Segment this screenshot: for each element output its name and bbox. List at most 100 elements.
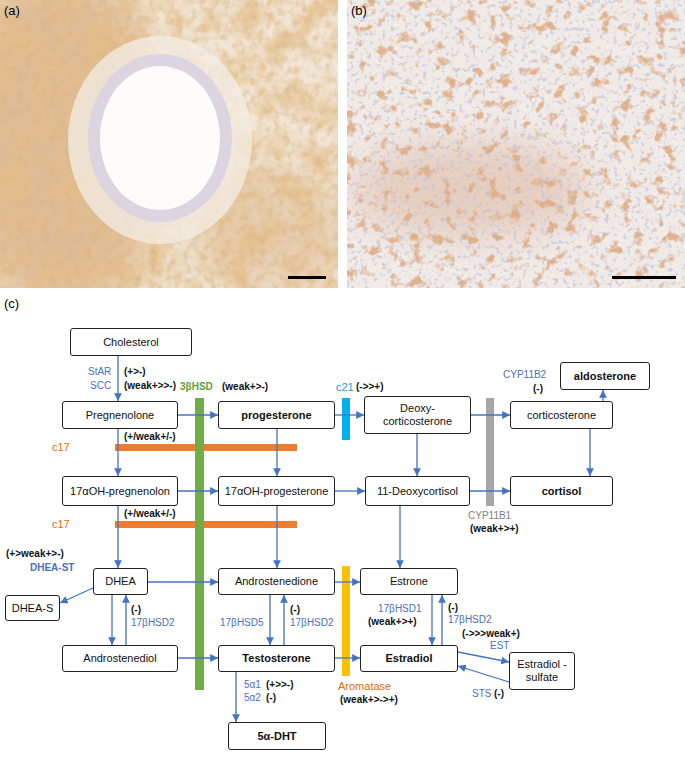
metabolite-name: 17αOH-pregnenolon	[70, 485, 170, 498]
metabolite-name: 17αOH-progesterone	[225, 485, 329, 498]
reaction-arrow	[125, 595, 126, 645]
metabolite-name: Androstenedione	[235, 575, 318, 588]
enzyme-name: 5α1	[244, 679, 261, 691]
metabolite-box: DHEA	[93, 568, 148, 595]
metabolite-name: Cholesterol	[103, 336, 159, 349]
reaction-arrow	[117, 506, 118, 568]
expression-level: (-)	[266, 692, 276, 704]
metabolite-box: corticosterone	[510, 401, 613, 429]
expression-level: (weak+>-)	[222, 381, 268, 393]
enzyme-name: SCC	[90, 380, 111, 392]
reaction-arrow	[178, 414, 218, 415]
metabolite-box: DHEA-S	[5, 595, 60, 621]
stain-texture	[0, 0, 338, 288]
reaction-arrow	[470, 490, 510, 491]
expression-level: (weak+>+)	[470, 523, 519, 535]
metabolite-name: DHEA-S	[12, 602, 54, 615]
3bhsd-bar	[195, 398, 204, 690]
expression-level: (-)	[131, 604, 141, 616]
reaction-arrow	[276, 429, 277, 476]
expression-level: (-)	[533, 383, 543, 395]
reaction-arrow	[111, 595, 112, 645]
enzyme-name: STS	[472, 688, 491, 700]
stain-texture	[347, 0, 685, 288]
reaction-arrow	[178, 490, 218, 491]
enzyme-name: c21	[336, 381, 354, 393]
expression-level: (+>weak+>-)	[6, 548, 64, 560]
metabolite-name: 5α-DHT	[257, 730, 296, 743]
metabolite-box: cortisol	[510, 476, 613, 506]
reaction-arrow	[276, 506, 277, 568]
reaction-arrow	[458, 666, 509, 682]
enzyme-name: 17βHSD2	[448, 614, 492, 626]
expression-level: (-)	[290, 604, 300, 616]
reaction-arrow	[335, 414, 364, 415]
enzyme-name: CYP11B2	[503, 369, 546, 381]
cyp11b1-bar	[486, 398, 494, 506]
nuclei-texture	[347, 0, 685, 288]
reaction-arrow	[117, 429, 118, 476]
metabolite-name: Testosterone	[242, 652, 310, 665]
reaction-arrow	[458, 652, 509, 662]
c17-bar	[115, 521, 297, 528]
reaction-arrow	[471, 414, 510, 415]
enzyme-name: Aromatase	[338, 680, 391, 693]
reaction-arrow	[283, 595, 284, 645]
enzyme-name: c17	[52, 441, 70, 454]
metabolite-name: Estradiol -sulfate	[513, 658, 571, 684]
enzyme-name: DHEA-ST	[30, 562, 74, 574]
reaction-arrow	[335, 581, 360, 582]
expression-level: (->>>weak+)	[462, 628, 520, 640]
expression-level: (weak+>+)	[368, 616, 417, 628]
reaction-arrow	[117, 356, 118, 401]
expression-level: (+>-)	[124, 366, 146, 378]
metabolite-name: cortisol	[542, 485, 582, 498]
metabolite-box: 5α-DHT	[228, 722, 326, 750]
enzyme-name: EST	[490, 640, 509, 652]
enzyme-name: 17βHSD2	[290, 617, 334, 629]
reaction-arrow	[416, 434, 417, 476]
metabolite-box: Estrone	[360, 568, 458, 595]
reaction-arrow	[335, 490, 365, 491]
reaction-arrow	[335, 657, 360, 658]
metabolite-box: 11-Deoxycortisol	[365, 476, 470, 506]
enzyme-name: 3βHSD	[180, 381, 213, 393]
metabolite-name: DHEA	[105, 575, 136, 588]
panel-letter: (a)	[4, 3, 20, 18]
reaction-arrow	[431, 595, 432, 645]
enzyme-name: 17βHSD1	[378, 603, 422, 615]
reaction-arrow	[235, 672, 236, 722]
metabolite-box: Cholesterol	[70, 328, 192, 356]
expression-level: (->>+)	[356, 381, 384, 393]
vessel-lumen	[100, 66, 220, 210]
micrograph-panels	[0, 0, 685, 292]
metabolite-name: Estrone	[390, 575, 428, 588]
metabolite-name: Androstenediol	[83, 652, 156, 665]
metabolite-name: 11-Deoxycortisol	[377, 485, 458, 498]
tissue-ground	[0, 0, 338, 288]
metabolite-name: corticosterone	[527, 409, 596, 422]
reaction-arrow	[602, 390, 603, 401]
c21-bar	[342, 398, 350, 440]
metabolite-box: aldosterone	[560, 362, 650, 390]
expression-level: (+>>-)	[266, 679, 294, 691]
expression-level: (-)	[448, 602, 458, 614]
stain-texture	[0, 0, 338, 288]
expression-level: (+/weak+/-)	[124, 431, 176, 443]
metabolite-box: 17αOH-pregnenolon	[62, 476, 178, 506]
reaction-arrow	[441, 595, 442, 645]
reaction-arrow	[269, 595, 270, 645]
reaction-arrow	[178, 657, 218, 658]
metabolite-name: aldosterone	[574, 370, 636, 383]
metabolite-box: Androstenedione	[218, 568, 335, 595]
micrograph-b	[347, 0, 685, 288]
reaction-arrow	[148, 581, 218, 582]
metabolite-box: Estradiol -sulfate	[509, 652, 575, 690]
vessel-wall	[88, 54, 232, 222]
reaction-arrow	[589, 429, 590, 476]
reaction-arrow	[60, 588, 93, 603]
metabolite-box: Estradiol	[360, 645, 458, 672]
enzyme-name: 17βHSD2	[131, 617, 175, 629]
panel-letter: (b)	[351, 3, 367, 18]
scale-bar	[288, 276, 326, 279]
